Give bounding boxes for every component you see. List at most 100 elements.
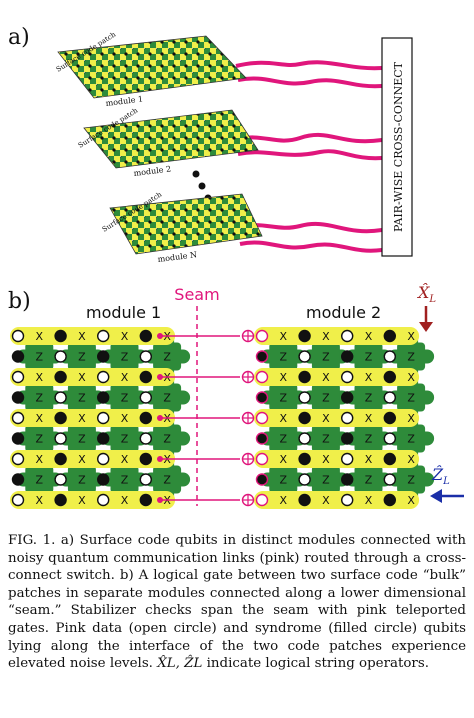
data-qubit — [96, 452, 110, 466]
data-qubit — [341, 329, 354, 343]
data-qubit — [11, 473, 25, 486]
z-check-label: Z — [36, 433, 44, 446]
x-check-label: X — [322, 494, 330, 507]
data-qubit — [11, 452, 25, 466]
syndrome-qubit — [383, 329, 396, 343]
z-check-label: Z — [121, 392, 129, 405]
x-check-label: X — [121, 453, 129, 466]
data-qubit — [96, 473, 110, 486]
x-check-label: X — [36, 453, 44, 466]
z-check-label: Z — [322, 351, 330, 364]
x-stabilizer-row — [10, 327, 176, 345]
panel-a: a) Surface code patch module 1 Surface c… — [8, 25, 413, 264]
x-check-label: X — [280, 412, 288, 425]
module-n-patch: Surface code patch module N — [101, 190, 263, 264]
caption-text: FIG. 1. a) Surface code qubits in distin… — [8, 533, 471, 672]
cross-connect-switch: PAIR-WISE CROSS-CONNECT — [381, 37, 413, 257]
z-check-label: Z — [163, 474, 171, 487]
x-check-label: X — [36, 412, 44, 425]
module-2-patch: Surface code patch module 2 — [77, 106, 259, 178]
caption-tail: indicate logical string operators. — [202, 656, 429, 672]
syndrome-qubit — [54, 370, 67, 384]
z-check-label: Z — [78, 433, 86, 446]
data-qubit — [255, 493, 269, 507]
seam-link — [157, 370, 255, 384]
z-check-label: Z — [121, 351, 129, 364]
z-check-label: Z — [163, 351, 171, 364]
z-check-label: Z — [365, 392, 373, 405]
z-logical-arrowhead — [430, 489, 442, 503]
data-qubit — [11, 370, 25, 384]
z-check-label: Z — [78, 474, 86, 487]
x-check-label: X — [365, 494, 373, 507]
x-check-label: X — [78, 494, 86, 507]
data-qubit — [383, 432, 396, 445]
x-check-label: X — [280, 494, 288, 507]
x-check-label: X — [78, 330, 86, 343]
data-qubit — [341, 452, 354, 466]
data-qubit — [139, 473, 153, 486]
x-stabilizer-row — [254, 409, 420, 427]
syndrome-qubit — [139, 329, 153, 343]
z-check-label: Z — [280, 433, 288, 446]
z-check-label: Z — [280, 474, 288, 487]
communication-links — [235, 60, 383, 253]
data-qubit — [298, 391, 311, 404]
x-logical-label: X̂L — [416, 283, 436, 305]
module-label-n: module N — [157, 250, 197, 264]
x-logical-operator: X̂L — [416, 283, 436, 332]
data-qubit — [341, 493, 354, 507]
x-check-label: X — [407, 330, 415, 343]
data-qubit — [255, 391, 269, 404]
x-check-label: X — [78, 371, 86, 384]
data-qubit — [341, 370, 354, 384]
syndrome-qubit — [298, 452, 311, 466]
z-logical-label: ẐL — [431, 464, 450, 487]
x-stabilizer-row — [254, 368, 420, 386]
z-logical-operator: ẐL — [430, 464, 464, 503]
seam-links — [157, 329, 255, 507]
data-qubit — [11, 391, 25, 404]
x-stabilizer-row — [10, 409, 176, 427]
syndrome-qubit — [54, 411, 67, 425]
data-qubit — [383, 473, 396, 486]
z-check-label: Z — [78, 392, 86, 405]
z-check-label: Z — [322, 433, 330, 446]
data-qubit — [96, 411, 110, 425]
caption-ops: X̂L, ẐL — [157, 656, 203, 672]
x-check-label: X — [280, 453, 288, 466]
x-check-label: X — [365, 412, 373, 425]
syndrome-qubit — [298, 493, 311, 507]
x-stabilizer-row — [254, 450, 420, 468]
z-check-label: Z — [322, 474, 330, 487]
syndrome-qubit — [54, 452, 67, 466]
x-stabilizer-row — [10, 491, 176, 509]
x-check-label: X — [365, 330, 373, 343]
seam-link — [157, 411, 255, 425]
data-qubit — [96, 391, 110, 404]
data-qubit — [341, 411, 354, 425]
data-qubit — [54, 391, 67, 404]
x-logical-arrowhead — [419, 322, 433, 332]
x-check-label: X — [322, 371, 330, 384]
x-check-label: X — [36, 371, 44, 384]
data-qubit — [298, 432, 311, 445]
syndrome-qubit — [383, 411, 396, 425]
module-label-1: module 1 — [105, 94, 143, 108]
data-qubit — [255, 473, 269, 486]
z-check-label: Z — [163, 433, 171, 446]
module-label-2: module 2 — [133, 164, 171, 178]
syndrome-qubit — [54, 329, 67, 343]
data-qubit — [341, 391, 354, 404]
data-qubit — [54, 350, 67, 363]
z-check-label: Z — [407, 351, 415, 364]
x-check-label: X — [322, 330, 330, 343]
z-check-label: Z — [121, 433, 129, 446]
data-qubit — [341, 350, 354, 363]
seam-link — [157, 452, 255, 466]
syndrome-qubit — [383, 493, 396, 507]
seam-link — [157, 329, 255, 343]
syndrome-qubit — [139, 452, 153, 466]
x-check-label: X — [121, 330, 129, 343]
